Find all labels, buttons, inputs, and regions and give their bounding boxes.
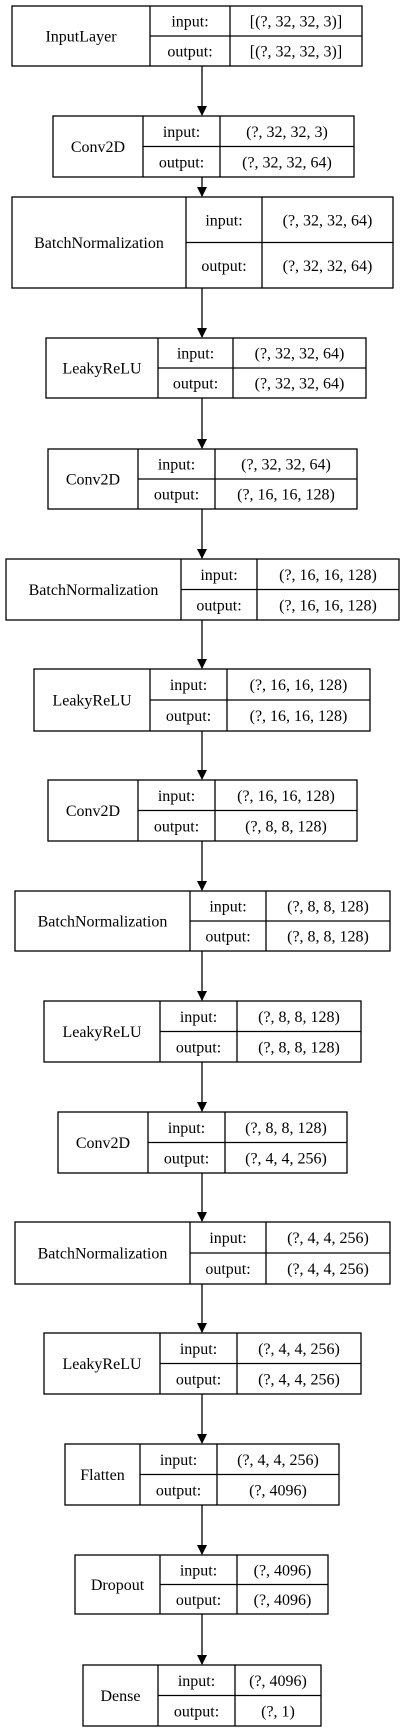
input-shape: (?, 16, 16, 128): [237, 788, 335, 805]
output-label: output:: [166, 708, 211, 725]
output-shape: [(?, 32, 32, 3)]: [250, 44, 342, 61]
input-shape: (?, 4, 4, 256): [237, 1452, 319, 1469]
output-label: output:: [196, 597, 241, 614]
layer-node: Conv2D input: output: (?, 16, 16, 128) (?, 8…: [47, 779, 358, 842]
output-shape: (?, 4, 4, 256): [245, 1150, 327, 1167]
input-shape: (?, 4, 4, 256): [258, 1341, 340, 1358]
layer-name: Dense: [101, 1688, 141, 1705]
output-label: output:: [167, 44, 212, 61]
input-label: input:: [171, 14, 208, 31]
output-shape: (?, 4096): [254, 1592, 312, 1609]
layer-name: BatchNormalization: [38, 1246, 168, 1263]
layer-name: BatchNormalization: [34, 235, 164, 252]
input-label: input:: [180, 1562, 217, 1579]
output-label: output:: [205, 929, 250, 946]
input-label: input:: [170, 677, 207, 694]
layer-name: LeakyReLU: [62, 1024, 142, 1041]
output-shape: (?, 8, 8, 128): [287, 929, 369, 946]
output-shape: (?, 4096): [249, 1482, 307, 1499]
input-label: input:: [178, 1673, 215, 1690]
layer-node: LeakyReLU input: output: (?, 4, 4, 256) (?, …: [43, 1332, 362, 1395]
input-label: input:: [163, 124, 200, 141]
layer-name: Conv2D: [66, 472, 120, 489]
input-shape: (?, 32, 32, 64): [255, 346, 345, 363]
layer-name: Conv2D: [76, 1135, 130, 1152]
input-shape: [(?, 32, 32, 3)]: [250, 14, 342, 31]
output-shape: (?, 8, 8, 128): [258, 1039, 340, 1056]
output-shape: (?, 8, 8, 128): [245, 818, 327, 835]
layer-name: LeakyReLU: [52, 693, 132, 710]
output-label: output:: [173, 376, 218, 393]
output-label: output:: [174, 1703, 219, 1720]
input-label: input:: [158, 788, 195, 805]
output-shape: (?, 32, 32, 64): [242, 154, 332, 171]
layer-node: LeakyReLU input: output: (?, 32, 32, 64) (?,…: [45, 337, 367, 399]
input-label: input:: [209, 1230, 246, 1247]
input-shape: (?, 8, 8, 128): [245, 1120, 327, 1137]
layer-name: LeakyReLU: [62, 361, 142, 378]
output-shape: (?, 16, 16, 128): [250, 708, 348, 725]
output-label: output:: [156, 1482, 201, 1499]
input-shape: (?, 32, 32, 64): [241, 457, 331, 474]
layer-node: BatchNormalization input: output: (?, 16, 1…: [5, 558, 400, 621]
layer-node: Dropout input: output: (?, 4096) (?, 4096): [74, 1554, 329, 1615]
input-label: input:: [209, 899, 246, 916]
layer-node: BatchNormalization input: output: (?, 32, 3…: [11, 196, 394, 289]
input-label: input:: [177, 346, 214, 363]
layer-node: BatchNormalization input: output: (?, 4, 4,…: [14, 1221, 391, 1285]
input-shape: (?, 16, 16, 128): [250, 677, 348, 694]
output-shape: (?, 32, 32, 64): [283, 258, 373, 275]
output-label: output:: [205, 1261, 250, 1278]
layer-name: BatchNormalization: [38, 914, 168, 931]
output-shape: (?, 4, 4, 256): [258, 1371, 340, 1388]
output-shape: (?, 16, 16, 128): [237, 487, 335, 504]
layer-name: LeakyReLU: [62, 1356, 142, 1373]
layer-name: Flatten: [80, 1467, 124, 1484]
input-shape: (?, 32, 32, 64): [283, 212, 373, 229]
input-shape: (?, 4, 4, 256): [287, 1230, 369, 1247]
layer-node: Flatten input: output: (?, 4, 4, 256) (?, 40…: [64, 1443, 340, 1506]
input-shape: (?, 16, 16, 128): [279, 567, 377, 584]
output-label: output:: [159, 154, 204, 171]
input-label: input:: [200, 567, 237, 584]
output-label: output:: [154, 818, 199, 835]
layer-node: BatchNormalization input: output: (?, 8, 8,…: [14, 890, 391, 952]
input-label: input:: [180, 1341, 217, 1358]
input-label: input:: [158, 457, 195, 474]
layer-name: Conv2D: [66, 803, 120, 820]
input-label: input:: [160, 1452, 197, 1469]
input-shape: (?, 4096): [254, 1562, 312, 1579]
input-label: input:: [168, 1120, 205, 1137]
output-shape: (?, 4, 4, 256): [287, 1261, 369, 1278]
input-shape: (?, 4096): [249, 1673, 307, 1690]
output-label: output:: [201, 258, 246, 275]
output-label: output:: [176, 1039, 221, 1056]
input-shape: (?, 8, 8, 128): [258, 1009, 340, 1026]
input-shape: (?, 8, 8, 128): [287, 899, 369, 916]
output-shape: (?, 16, 16, 128): [279, 597, 377, 614]
layer-name: Dropout: [91, 1577, 145, 1594]
layer-node: LeakyReLU input: output: (?, 16, 16, 128) (?…: [33, 668, 371, 732]
output-label: output:: [154, 487, 199, 504]
input-label: input:: [180, 1009, 217, 1026]
input-shape: (?, 32, 32, 3): [246, 124, 328, 141]
output-label: output:: [176, 1371, 221, 1388]
input-label: input:: [205, 212, 242, 229]
layer-node: LeakyReLU input: output: (?, 8, 8, 128) (?, …: [43, 1000, 362, 1063]
layer-name: Conv2D: [71, 139, 125, 156]
output-shape: (?, 1): [261, 1703, 295, 1720]
layer-node: Conv2D input: output: (?, 32, 32, 3) (?, 32,…: [52, 115, 355, 178]
layer-name: InputLayer: [45, 29, 117, 46]
layer-node: Dense input: output: (?, 4096) (?, 1): [82, 1664, 322, 1727]
output-label: output:: [176, 1592, 221, 1609]
layer-name: BatchNormalization: [29, 582, 159, 599]
layer-node: Conv2D input: output: (?, 8, 8, 128) (?, 4, …: [57, 1111, 348, 1174]
output-shape: (?, 32, 32, 64): [255, 376, 345, 393]
layer-node: Conv2D input: output: (?, 32, 32, 64) (?, 16…: [47, 448, 358, 510]
output-label: output:: [164, 1150, 209, 1167]
layer-node: InputLayer input: output: [(?, 32, 32, 3)] […: [11, 5, 363, 67]
